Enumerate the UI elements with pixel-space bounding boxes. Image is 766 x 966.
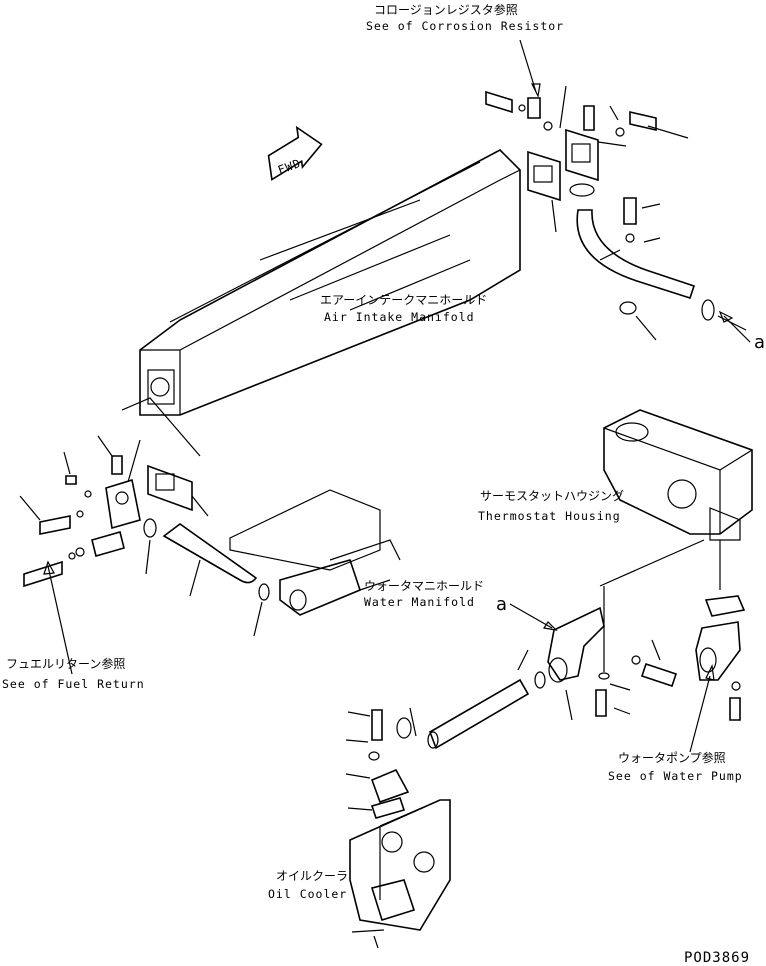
air-intake-manifold (121, 149, 521, 457)
water-manifold (143, 489, 401, 637)
air-intake-manifold-label-en: Air Intake Manifold (324, 310, 475, 324)
air-intake-manifold-label-jp: エアーインテークマニホールド (320, 293, 487, 307)
oil-cooler-label-en: Oil Cooler (268, 887, 347, 901)
fwd-label: FWD (276, 156, 303, 177)
fuel-return-fittings (19, 435, 209, 588)
fwd-arrow: FWD (267, 125, 323, 181)
thermostat-housing-label-en: Thermostat Housing (478, 509, 621, 523)
oil-cooler (345, 707, 451, 949)
oil-cooler-label-jp: オイルクーラ (276, 869, 348, 883)
corrosion-resistor-label-en: See of Corrosion Resistor (366, 19, 564, 33)
corrosion-resistor-label-jp: コロージョンレジスタ参照 (374, 2, 518, 17)
corrosion-resistor-fittings (485, 85, 747, 341)
reference-a-top: a (754, 332, 765, 353)
thermostat-housing (603, 409, 753, 541)
water-pump-elbow (695, 595, 746, 721)
fuel-return-label-en: See of Fuel Return (2, 677, 145, 691)
water-pipe-assembly (427, 539, 721, 750)
leader-lines (43, 39, 751, 753)
reference-a-mid: a (496, 594, 507, 615)
thermostat-housing-label-jp: サーモスタットハウジング (480, 489, 624, 503)
drawing-number: POD3869 (684, 950, 750, 966)
water-pump-label-en: See of Water Pump (608, 769, 743, 783)
fuel-return-label-jp: フュエルリターン参照 (6, 656, 125, 671)
water-pump-label-jp: ウォータポンプ参照 (618, 750, 726, 765)
water-manifold-label-jp: ウォータマニホールド (364, 579, 484, 593)
water-manifold-label-en: Water Manifold (364, 595, 475, 609)
